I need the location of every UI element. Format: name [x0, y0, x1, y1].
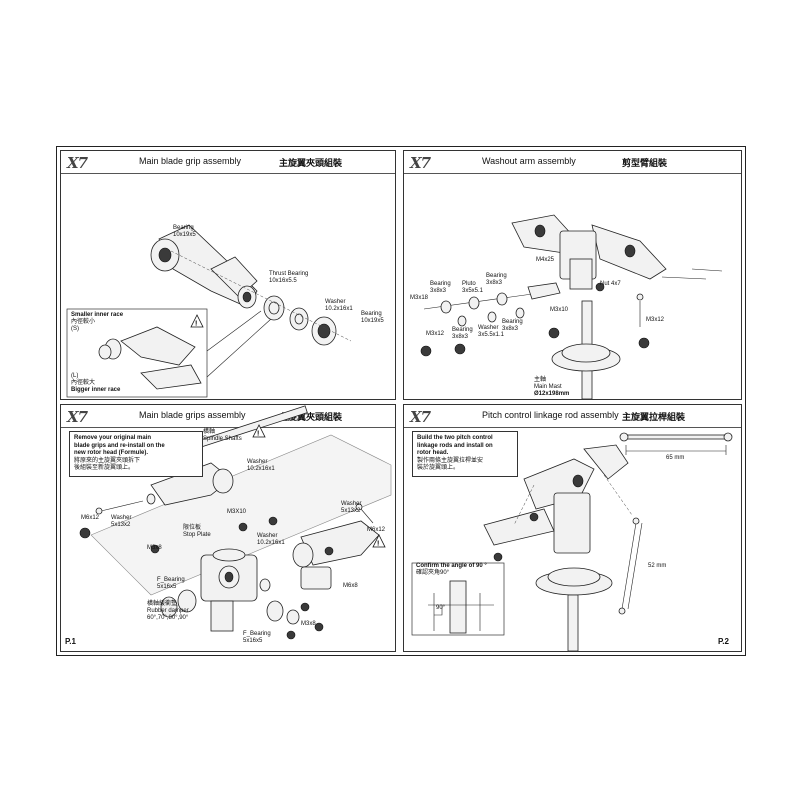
caution-triangle-icon [190, 314, 204, 328]
label-rod-length-top: 65 mm [666, 455, 685, 461]
blade-grips-drawing: ! ! [79, 405, 392, 640]
svg-text:!: ! [377, 541, 379, 548]
thread-lock-icon [286, 630, 296, 640]
panel-header: X7 Washout arm assembly 剪型臂組裝 [404, 151, 741, 174]
thread-lock-icon [638, 337, 650, 349]
label-m3x18: M3x18 [410, 295, 429, 301]
thread-lock-icon [238, 522, 248, 532]
thread-lock-icon [595, 282, 605, 292]
label-nut: Nut 4x7 [600, 281, 621, 287]
page-number: P.1 [65, 637, 76, 646]
caution-triangle-icon [372, 534, 386, 548]
thread-lock-icon [314, 622, 324, 632]
caution-triangle-icon [252, 424, 266, 438]
thread-lock-icon [454, 343, 466, 355]
label-m3x8-right: M3x8 [301, 621, 316, 627]
panel-title: Main blade grips assembly [139, 410, 246, 420]
label-confirm-angle: Confirm the angle of 90 °確認夾角90° [416, 563, 487, 576]
brand-logo: X7 [67, 408, 88, 426]
label-angle-value: 90° [436, 605, 446, 611]
thread-lock-icon [150, 544, 160, 554]
page-number: P.2 [718, 637, 729, 646]
thread-lock-icon [79, 527, 91, 539]
panel-main-blade-grip-assembly: X7 Main blade grip assembly 主旋翼夾頭組裝 ! Be… [60, 150, 396, 400]
panel-title-cn: 主旋翼拉桿組裝 [622, 412, 686, 422]
label-m6x8: M6x8 [343, 583, 358, 589]
thread-lock-icon [529, 512, 539, 522]
panel-title: Pitch control linkage rod assembly [482, 410, 619, 420]
thread-lock-icon [420, 345, 432, 357]
label-m3x12: M3x12 [426, 331, 445, 337]
brand-logo: X7 [67, 154, 88, 172]
thread-lock-icon [548, 327, 560, 339]
label-m3x8-left: M3x8 [147, 545, 162, 551]
washout-arm-drawing [420, 214, 723, 399]
label-m6x12-right: M6x12 [367, 527, 386, 533]
label-m3x10: M3x10 [550, 307, 569, 313]
svg-text:!: ! [257, 431, 259, 438]
stop-plate [212, 548, 246, 562]
brand-logo: X7 [410, 408, 431, 426]
panel-title-cn: 主旋翼夾頭組裝 [279, 158, 343, 168]
panel-title-cn: 剪型臂組裝 [622, 158, 668, 168]
label-m6x12-left: M6x12 [81, 515, 100, 521]
panel-header: X7 Main blade grips assembly 主旋翼夾頭組裝 [61, 405, 395, 428]
linkage-rod-top [625, 434, 727, 440]
rotor-head-hub [553, 492, 591, 554]
label-m3x12-right: M3x12 [646, 317, 665, 323]
panel-main-blade-grips-assembly: X7 Main blade grips assembly 主旋翼夾頭組裝 [60, 404, 396, 652]
panel-title-cn: 主旋翼夾頭組裝 [279, 412, 343, 422]
brand-logo: X7 [410, 154, 431, 172]
label-rod-length-side: 52 mm [648, 563, 667, 569]
panel-header: X7 Main blade grip assembly 主旋翼夾頭組裝 [61, 151, 395, 174]
thread-lock-icon [493, 552, 503, 562]
linkage-rod-drawing [411, 432, 733, 651]
thread-lock-icon [300, 602, 310, 612]
blade-grip-drawing: ! [66, 224, 352, 398]
rubber-damper [210, 600, 234, 632]
spindle-shaft [190, 405, 308, 451]
panel-pitch-control-linkage-rod-assembly: X7 Pitch control linkage rod assembly 主旋… [403, 404, 742, 652]
panel-header: X7 Pitch control linkage rod assembly 主旋… [404, 405, 741, 428]
panel-title: Main blade grip assembly [139, 156, 242, 166]
panel-washout-arm-assembly: X7 Washout arm assembly 剪型臂組裝 [403, 150, 742, 400]
main-mast [567, 594, 579, 651]
panel-title: Washout arm assembly [482, 156, 576, 166]
thread-lock-icon [324, 546, 334, 556]
thread-lock-icon [268, 516, 278, 526]
label-m3x10: M3X10 [227, 509, 247, 515]
svg-text:!: ! [195, 321, 197, 328]
label-m4x25: M4x25 [536, 257, 555, 263]
